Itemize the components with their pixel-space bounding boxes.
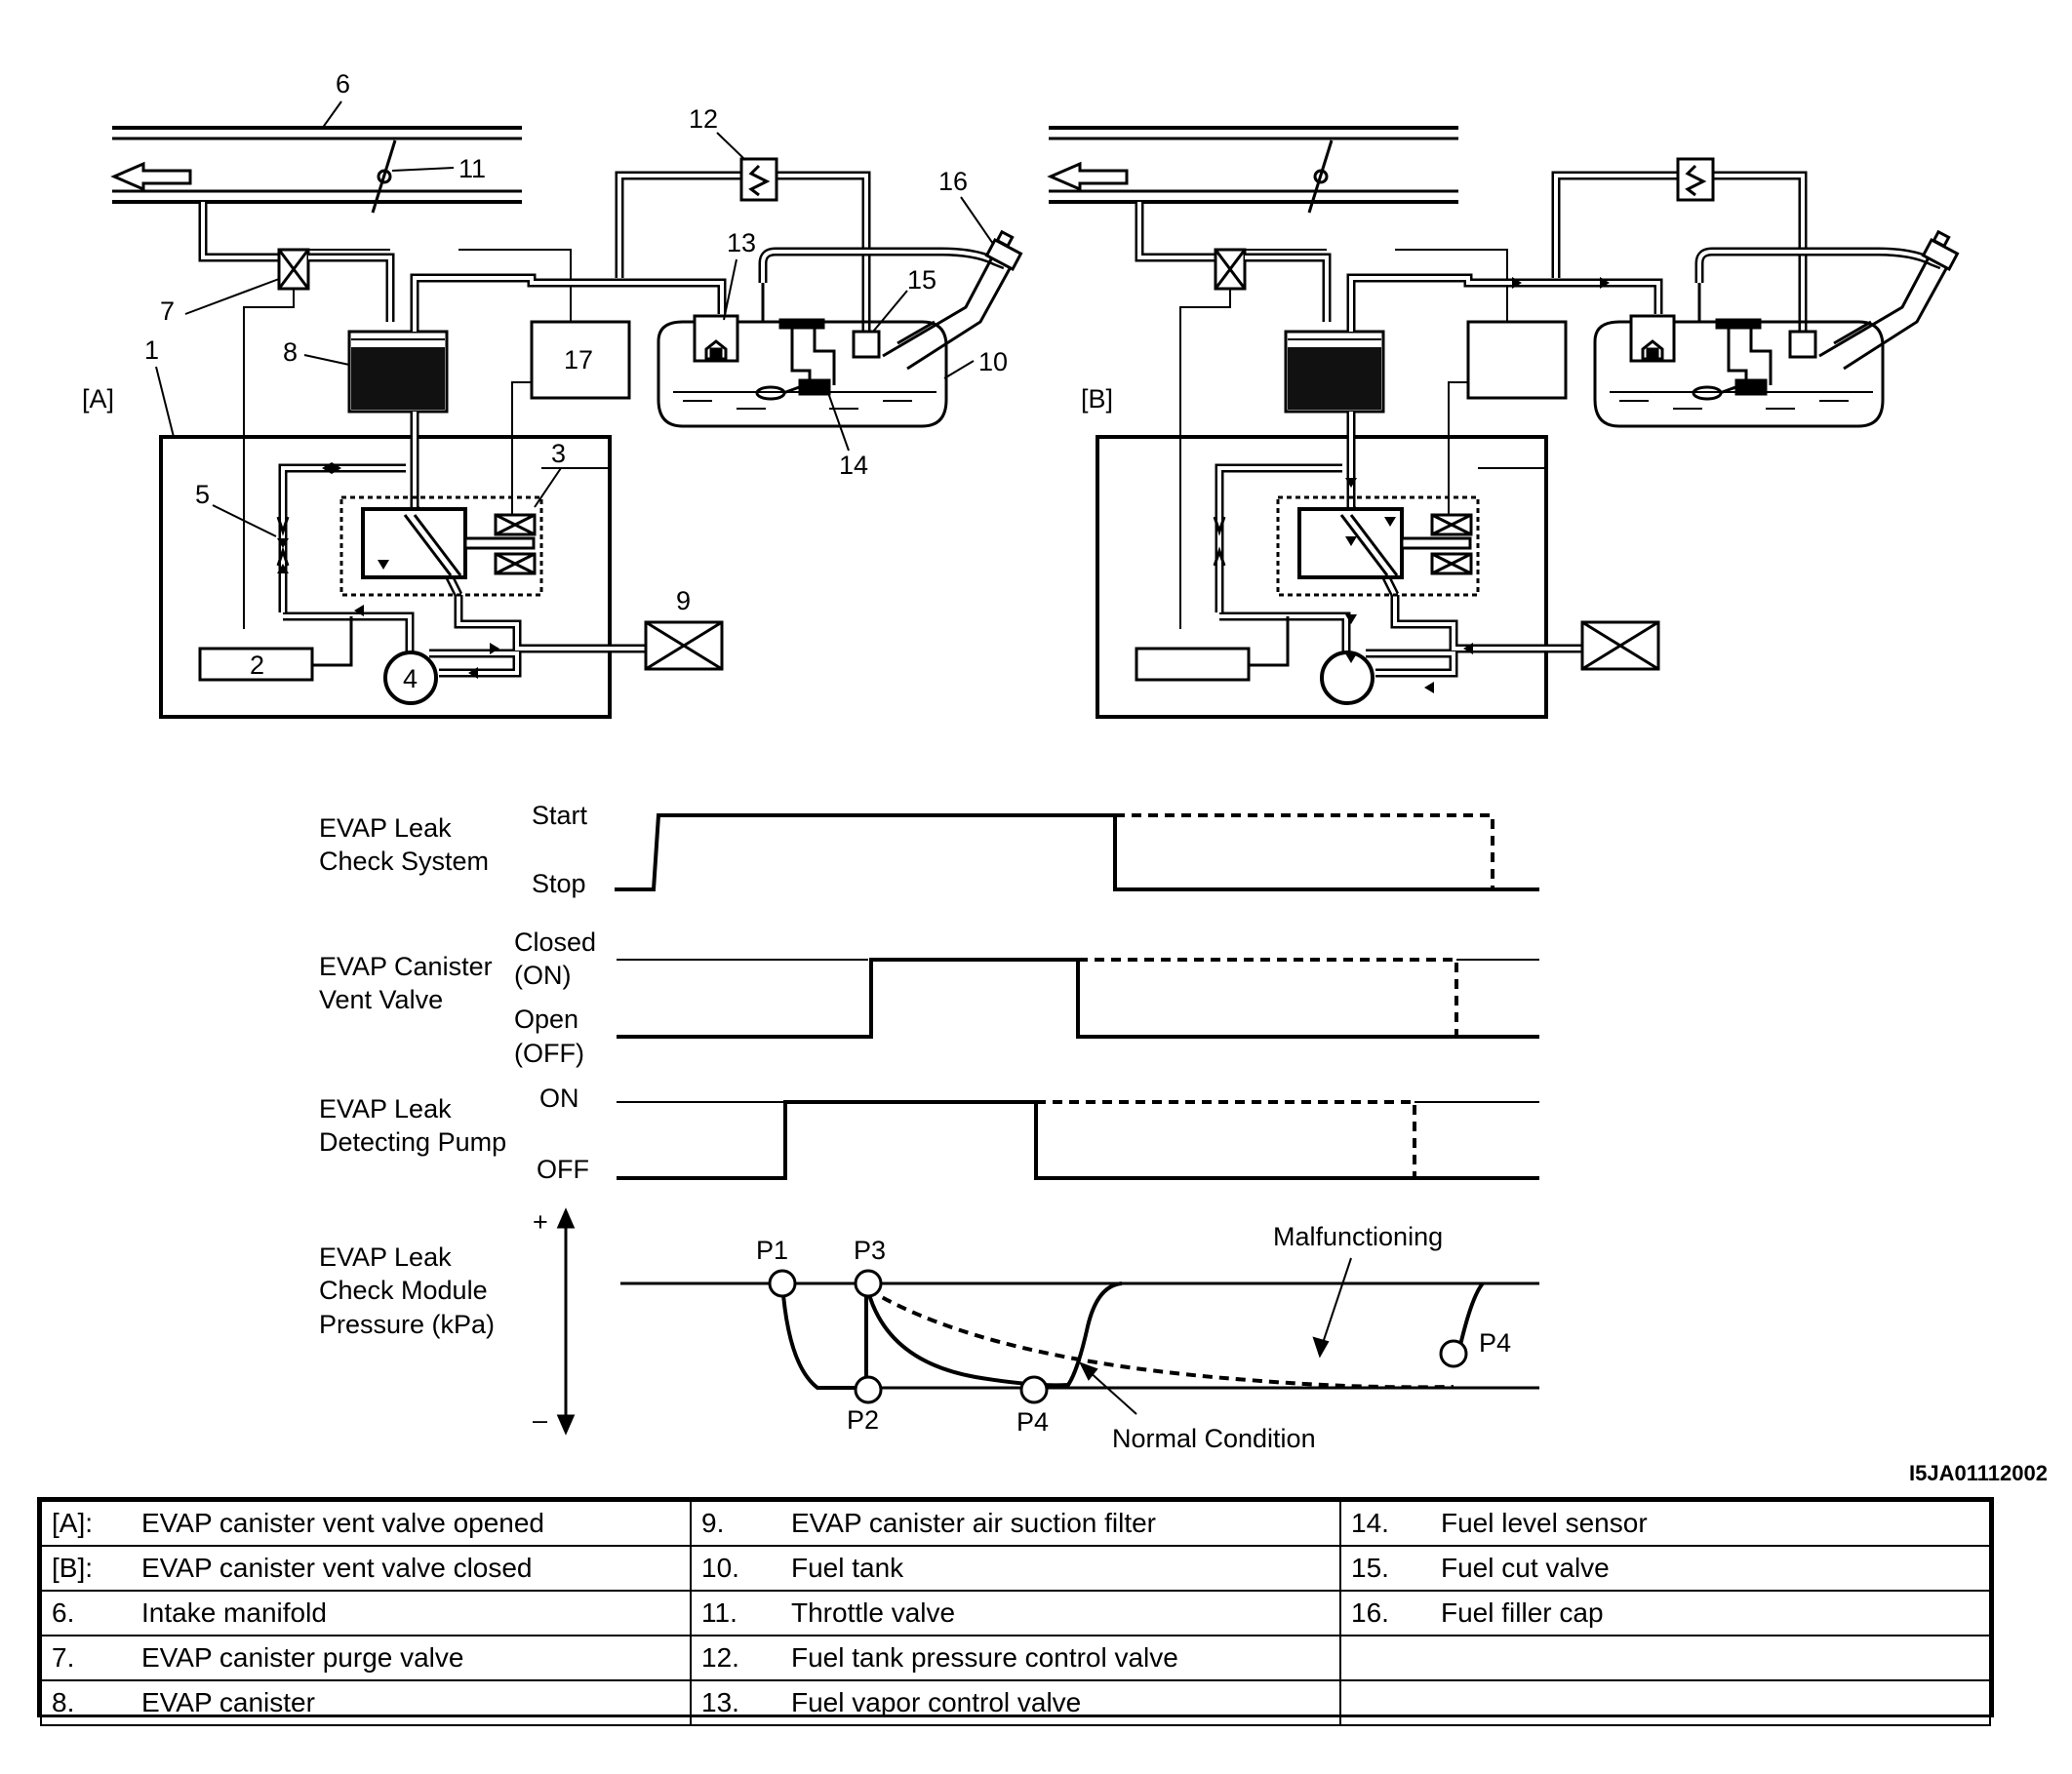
legend-cell: [B]:EVAP canister vent valve closed xyxy=(40,1545,692,1592)
legend-table: [A]:EVAP canister vent valve opened 9.EV… xyxy=(37,1497,1994,1726)
system-name-line1: EVAP Leak xyxy=(319,813,452,843)
legend-cell: 7.EVAP canister purge valve xyxy=(40,1635,692,1681)
legend-cell: 10.Fuel tank xyxy=(690,1545,1341,1592)
table-row: [A]:EVAP canister vent valve opened 9.EV… xyxy=(40,1500,1991,1547)
legend-cell: 6.Intake manifold xyxy=(40,1590,692,1636)
pressure-name-line1: EVAP Leak xyxy=(319,1242,452,1272)
callout-17: 17 xyxy=(564,345,593,375)
pressure-name-line3: Pressure (kPa) xyxy=(319,1310,495,1339)
diagram-b-label: [B] xyxy=(1081,384,1113,414)
flow-arrow-icon xyxy=(1345,277,1610,693)
timing-chart: EVAP Leak Check System Start Stop EVAP C… xyxy=(319,801,1539,1453)
diagram-b: [B] xyxy=(1049,128,1957,717)
table-row: [B]:EVAP canister vent valve closed 10.F… xyxy=(40,1545,1991,1592)
flow-arrow-icon xyxy=(277,462,499,679)
legend-cell xyxy=(1339,1679,1991,1726)
pump-low-label: OFF xyxy=(537,1155,589,1184)
callout-5: 5 xyxy=(195,480,210,509)
legend-cell: 15.Fuel cut valve xyxy=(1339,1545,1991,1592)
callout-16: 16 xyxy=(938,167,968,196)
legend-cell xyxy=(1339,1635,1991,1681)
malfunctioning-label: Malfunctioning xyxy=(1273,1222,1443,1251)
pressure-point-markers xyxy=(768,1269,1468,1404)
callout-12: 12 xyxy=(689,104,718,134)
system-low-label: Stop xyxy=(532,869,586,898)
pressure-name-line2: Check Module xyxy=(319,1276,488,1305)
legend-cell: 13.Fuel vapor control valve xyxy=(690,1679,1341,1726)
callout-2: 2 xyxy=(250,650,264,680)
callout-4: 4 xyxy=(403,664,418,693)
callout-3: 3 xyxy=(551,439,566,468)
table-row: 8.EVAP canister 13.Fuel vapor control va… xyxy=(40,1679,1991,1726)
vent-name-line2: Vent Valve xyxy=(319,985,443,1014)
diagram-a-label: [A] xyxy=(82,384,114,414)
callout-11: 11 xyxy=(458,154,486,183)
point-p3: P3 xyxy=(854,1236,886,1265)
system-high-label: Start xyxy=(532,801,588,830)
callout-1: 1 xyxy=(144,335,159,365)
vent-low-line1: Open xyxy=(514,1005,578,1034)
callout-13: 13 xyxy=(727,228,756,257)
normal-condition-label: Normal Condition xyxy=(1112,1424,1316,1453)
pump-name-line2: Detecting Pump xyxy=(319,1127,506,1157)
pump-waveform xyxy=(617,1100,1539,1180)
diagram-a: [A] 6 11 12 16 13 15 7 8 1 17 10 14 3 xyxy=(82,69,1020,717)
legend-cell: 14.Fuel level sensor xyxy=(1339,1500,1991,1547)
pressure-minus: – xyxy=(533,1405,547,1435)
callout-14: 14 xyxy=(839,451,868,480)
figure-id: I5JA01112002 xyxy=(1909,1461,2048,1485)
legend-cell: 8.EVAP canister xyxy=(40,1679,692,1726)
point-p1: P1 xyxy=(756,1236,788,1265)
legend-cell: 16.Fuel filler cap xyxy=(1339,1590,1991,1636)
point-p4-malfunction: P4 xyxy=(1479,1328,1511,1358)
vent-high-line1: Closed xyxy=(514,927,596,957)
legend-cell: 9.EVAP canister air suction filter xyxy=(690,1500,1341,1547)
vent-low-line2: (OFF) xyxy=(514,1039,584,1068)
system-name-line2: Check System xyxy=(319,847,489,876)
point-p2: P2 xyxy=(847,1405,879,1435)
callout-10: 10 xyxy=(978,347,1008,376)
legend-cell: 12.Fuel tank pressure control valve xyxy=(690,1635,1341,1681)
system-waveform xyxy=(615,813,1539,891)
pressure-axis xyxy=(556,1207,576,1436)
callout-15: 15 xyxy=(907,265,936,295)
legend-cell: [A]:EVAP canister vent valve opened xyxy=(40,1500,692,1547)
callout-8: 8 xyxy=(283,337,298,367)
pump-name-line1: EVAP Leak xyxy=(319,1094,452,1124)
legend-cell: 11.Throttle valve xyxy=(690,1590,1341,1636)
vent-valve-waveform xyxy=(617,958,1539,1039)
pressure-reference-lines xyxy=(620,1281,1539,1390)
vent-name-line1: EVAP Canister xyxy=(319,952,493,981)
table-row: 7.EVAP canister purge valve 12.Fuel tank… xyxy=(40,1635,1991,1681)
vent-high-line2: (ON) xyxy=(514,961,571,990)
callout-6: 6 xyxy=(336,69,350,99)
table-row: 6.Intake manifold 11.Throttle valve 16.F… xyxy=(40,1590,1991,1636)
evap-system-figure: [A] 6 11 12 16 13 15 7 8 1 17 10 14 3 xyxy=(82,69,2048,1485)
callout-7: 7 xyxy=(160,296,175,326)
pressure-plus: + xyxy=(533,1207,548,1237)
pump-high-label: ON xyxy=(539,1084,579,1113)
callout-9: 9 xyxy=(676,586,691,615)
point-p4-normal: P4 xyxy=(1016,1407,1049,1437)
